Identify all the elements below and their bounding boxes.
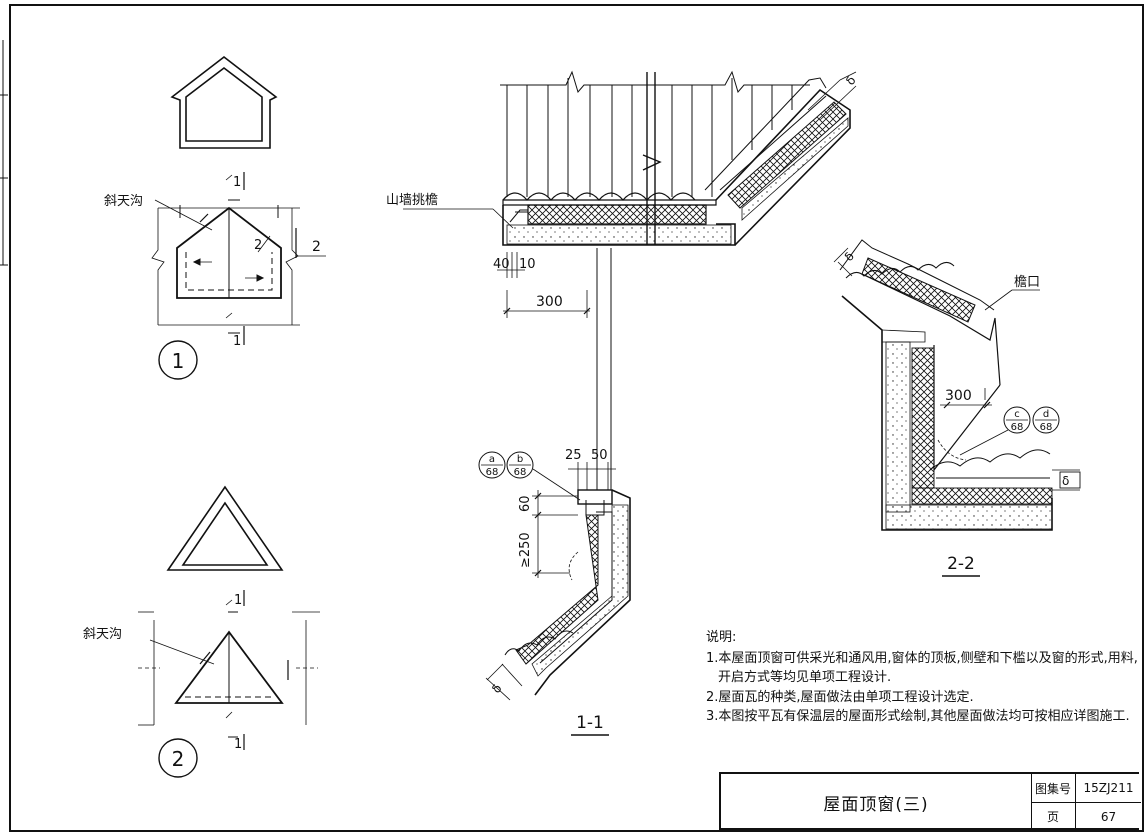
valley-label-1: 斜天沟 xyxy=(104,194,143,209)
section-1-1-labels: 山墙挑檐 40 10 300 25 50 60 ≥250 a 68 b 68 δ… xyxy=(386,74,859,733)
dormer-elevation xyxy=(170,55,278,149)
cut2-label-right: 2 xyxy=(312,239,321,255)
gable-eave-label: 山墙挑檐 xyxy=(386,193,438,208)
atlas-number: 15ZJ211 xyxy=(1076,774,1141,803)
sheet-border xyxy=(9,4,1144,832)
callout-c-page: 68 xyxy=(1011,422,1024,433)
notes-block: 说明: 1.本屋面顶窗可供采光和通风用,窗体的顶板,侧壁和下槛以及窗的形式,用料… xyxy=(706,628,1138,727)
plan-2 xyxy=(138,590,320,778)
delta-2-2-left: δ xyxy=(842,249,857,264)
callout-b-letter: b xyxy=(517,454,523,465)
section-1-1 xyxy=(403,70,857,736)
plan-1-labels: 斜天沟 1 1 2 2 1 xyxy=(104,175,321,373)
note-3: 3.本图按平瓦有保温层的屋面形式绘制,其他屋面做法均可按相应详图施工. xyxy=(706,709,1130,724)
margin-ticks xyxy=(0,40,8,266)
callout-d-letter: d xyxy=(1043,409,1049,420)
title-block: 屋面顶窗(三) 图集号 15ZJ211 页 67 xyxy=(719,772,1141,830)
note-1: 1.本屋面顶窗可供采光和通风用,窗体的顶板,侧壁和下槛以及窗的形式,用料, xyxy=(706,650,1138,666)
delta-top: δ xyxy=(843,74,859,88)
page-label: 页 xyxy=(1031,803,1076,830)
dim-40: 40 xyxy=(493,257,510,272)
page-number: 67 xyxy=(1100,809,1117,824)
callout-a-page: 68 xyxy=(486,467,499,478)
valley-label-2: 斜天沟 xyxy=(83,627,122,642)
dim-25: 25 xyxy=(565,448,582,463)
notes-heading: 说明: xyxy=(706,630,737,645)
cut2-label-inner: 2 xyxy=(254,238,262,253)
section-2-2 xyxy=(833,239,1081,577)
note-2: 2.屋面瓦的种类,屋面做法由单项工程设计选定. xyxy=(706,689,974,705)
dim-250: ≥250 xyxy=(518,532,533,568)
dim-10: 10 xyxy=(519,257,536,272)
plan-2-number: 2 xyxy=(172,747,185,771)
note-1-cont: 开启方式等均见单项工程设计. xyxy=(718,670,892,685)
plan-1-number: 1 xyxy=(172,349,185,373)
cut-label-top-2: 1 xyxy=(234,593,242,608)
cut-label-bottom-2: 1 xyxy=(234,737,242,752)
drawing-title: 屋面顶窗(三) xyxy=(721,774,1032,830)
dim-300-a: 300 xyxy=(536,294,563,310)
callout-d-page: 68 xyxy=(1040,422,1053,433)
section-2-2-title: 2-2 xyxy=(947,554,975,574)
atlas-label: 图集号 xyxy=(1031,774,1076,803)
callout-a-letter: a xyxy=(489,454,495,465)
eave-label: 檐口 xyxy=(1014,275,1040,290)
plan-2-labels: 斜天沟 1 1 2 xyxy=(83,593,242,771)
callout-b-page: 68 xyxy=(514,467,527,478)
dim-60: 60 xyxy=(518,495,533,512)
cut-label-bottom: 1 xyxy=(233,334,241,349)
section-1-1-title: 1-1 xyxy=(576,713,604,733)
cut-label-top: 1 xyxy=(233,175,241,190)
triangle-elevation xyxy=(166,485,284,571)
plan-1 xyxy=(151,172,326,380)
delta-2-2-right: δ xyxy=(1062,474,1069,488)
dim-50: 50 xyxy=(591,448,608,463)
dim-300-b: 300 xyxy=(945,388,972,404)
delta-bottom: δ xyxy=(489,682,505,696)
callout-c-letter: c xyxy=(1014,409,1020,420)
